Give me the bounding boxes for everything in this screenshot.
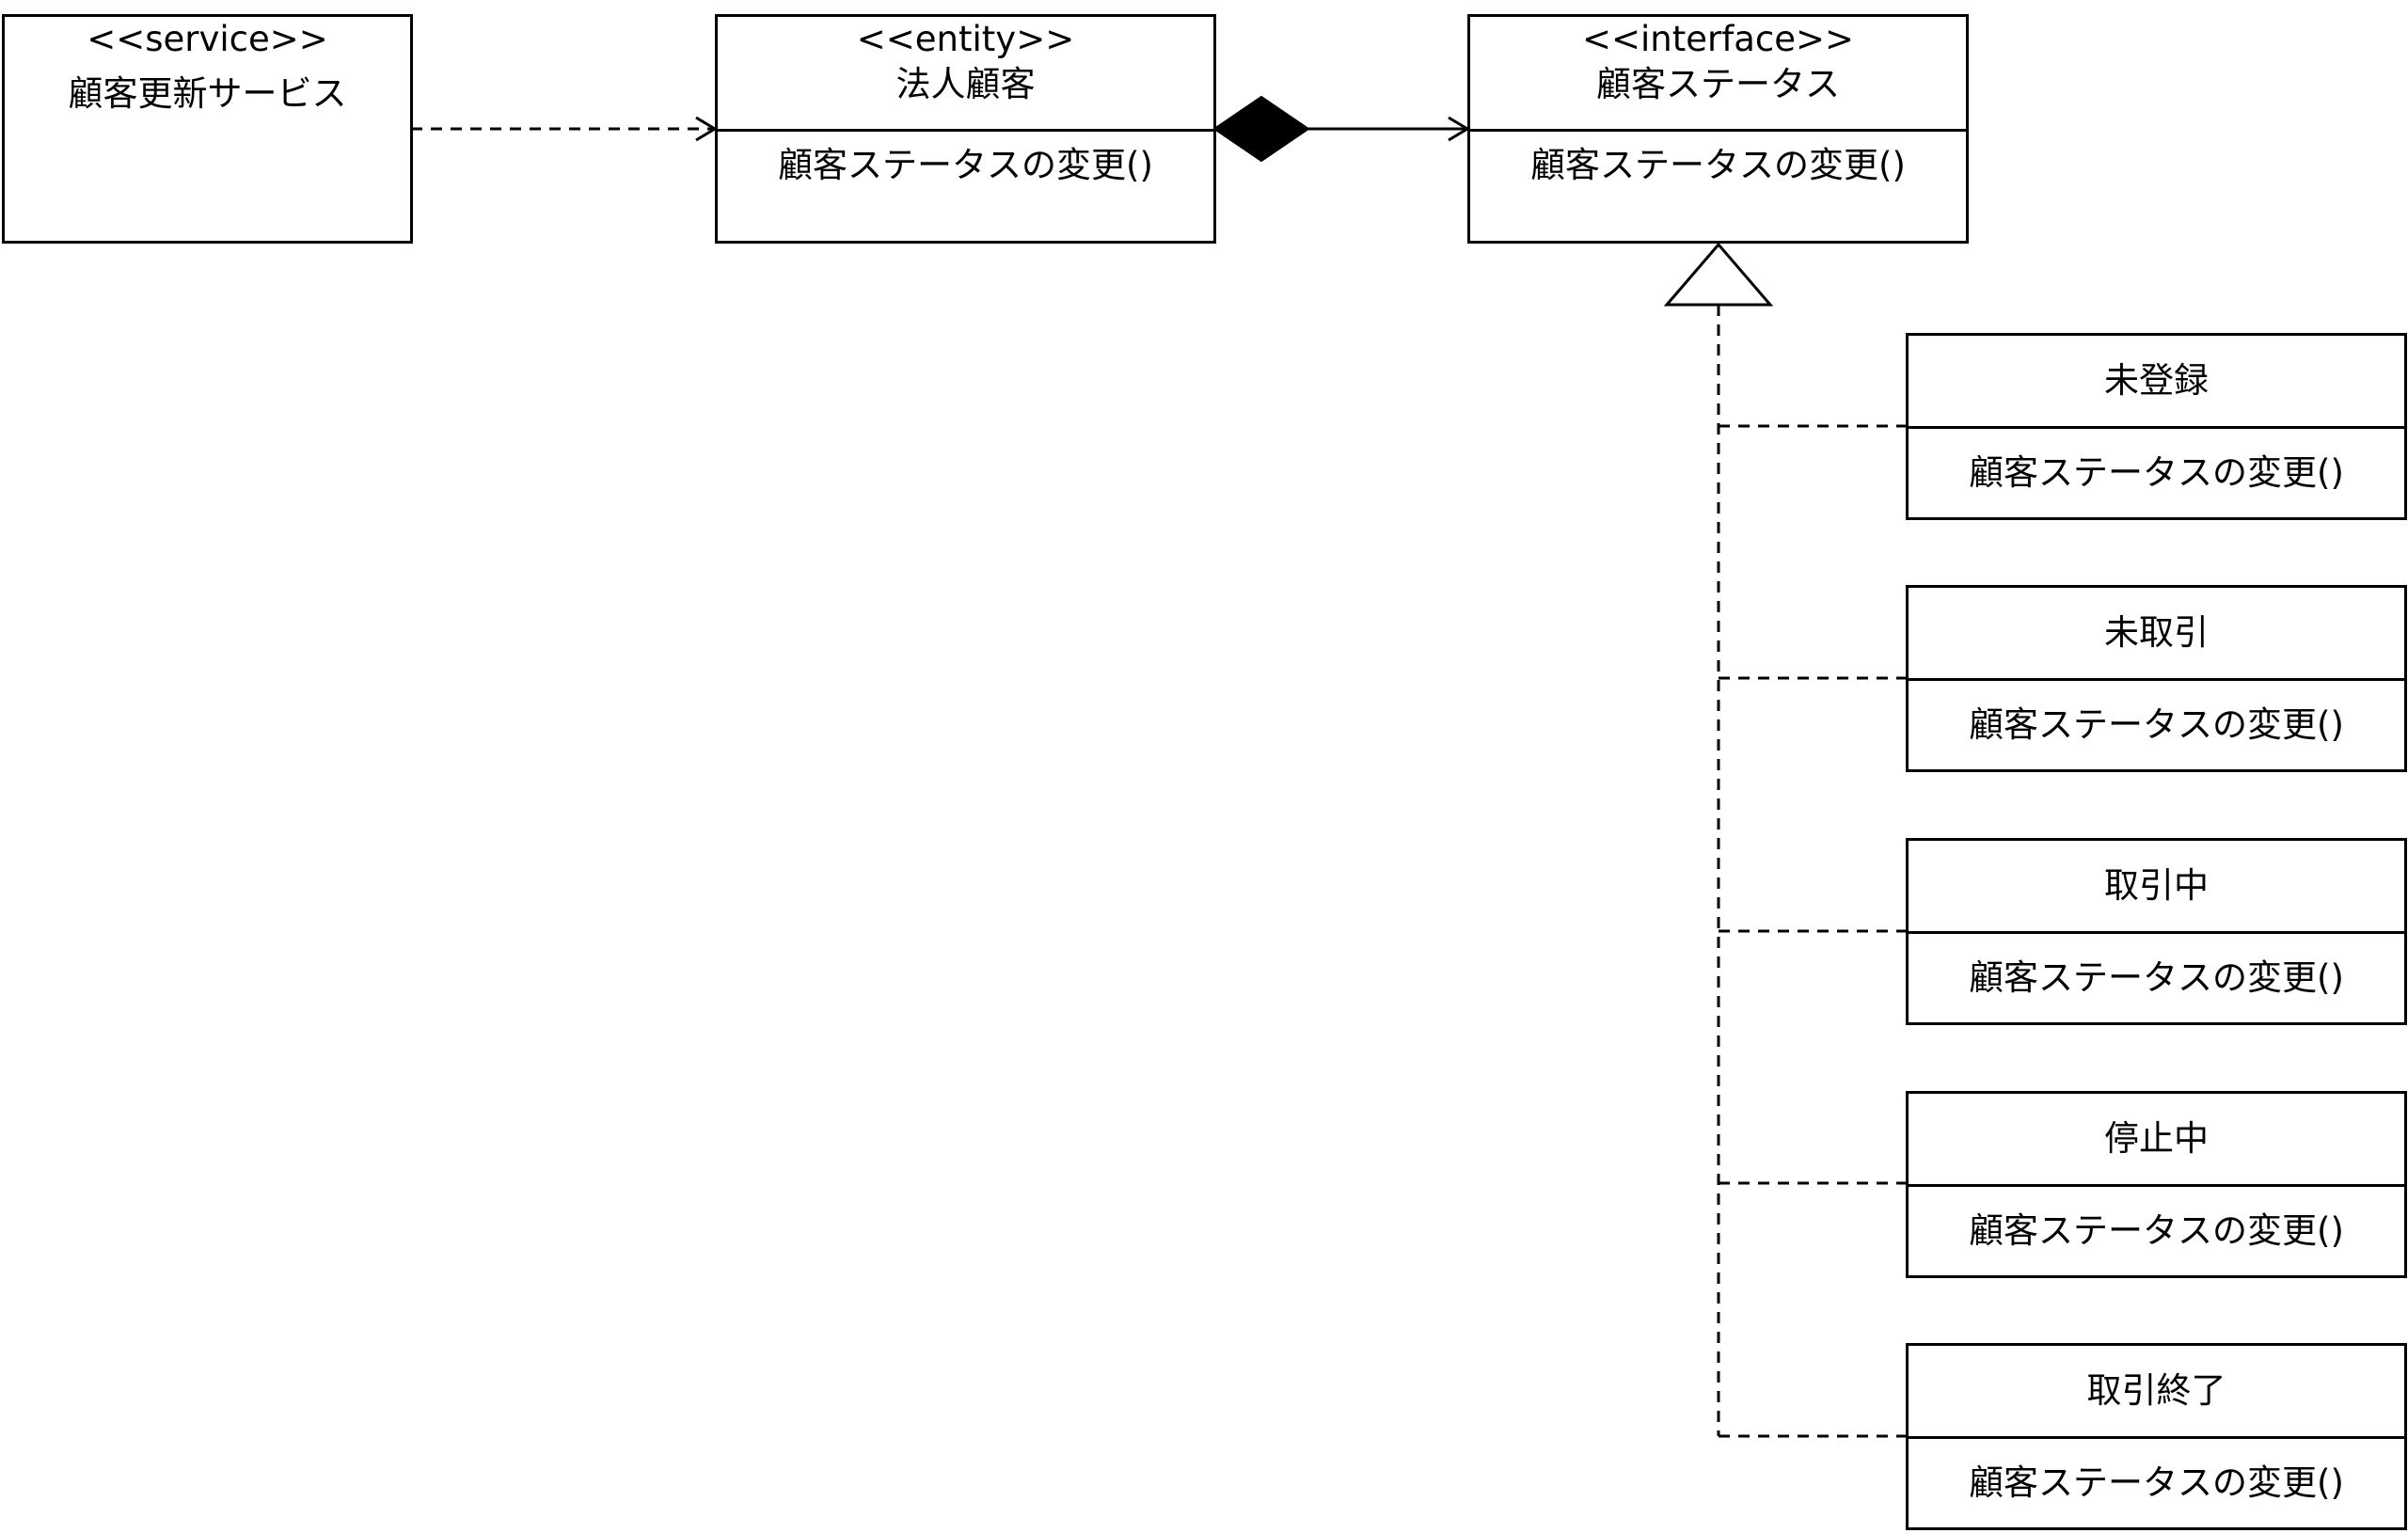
entity-class-box: <<entity>> 法人顧客 顧客ステータスの変更()	[715, 14, 1216, 244]
entity-operation: 顧客ステータスの変更()	[778, 145, 1153, 185]
interface-class-box: <<interface>> 顧客ステータス 顧客ステータスの変更()	[1467, 14, 1969, 244]
state-class-box: 未取引 顧客ステータスの変更()	[1906, 585, 2407, 772]
state-operation: 顧客ステータスの変更()	[1969, 452, 2344, 493]
state-class-box: 停止中 顧客ステータスの変更()	[1906, 1091, 2407, 1278]
state-name: 未登録	[2104, 360, 2209, 401]
state-name: 取引中	[2104, 865, 2209, 906]
state-class-box: 取引終了 顧客ステータスの変更()	[1906, 1343, 2407, 1530]
composition-diamond	[1212, 95, 1310, 163]
state-name: 未取引	[2104, 612, 2209, 653]
state-operation: 顧客ステータスの変更()	[1969, 1210, 2344, 1251]
interface-name: 顧客ステータス	[1596, 64, 1840, 104]
service-name: 顧客更新サービス	[68, 73, 347, 114]
entity-name: 法人顧客	[895, 64, 1036, 104]
interface-operation: 顧客ステータスの変更()	[1530, 145, 1906, 185]
state-class-box: 取引中 顧客ステータスの変更()	[1906, 838, 2407, 1025]
state-operation: 顧客ステータスの変更()	[1969, 704, 2344, 745]
entity-stereotype: <<entity>>	[856, 19, 1075, 59]
state-name: 停止中	[2104, 1118, 2209, 1159]
interface-stereotype: <<interface>>	[1581, 19, 1855, 59]
state-class-box: 未登録 顧客ステータスの変更()	[1906, 333, 2407, 520]
service-class-box: <<service>> 顧客更新サービス	[2, 14, 413, 244]
state-name: 取引終了	[2086, 1370, 2226, 1411]
state-operation: 顧客ステータスの変更()	[1969, 1462, 2344, 1503]
realization-triangle	[1663, 242, 1774, 307]
state-operation: 顧客ステータスの変更()	[1969, 957, 2344, 998]
service-stereotype: <<service>>	[87, 19, 328, 59]
